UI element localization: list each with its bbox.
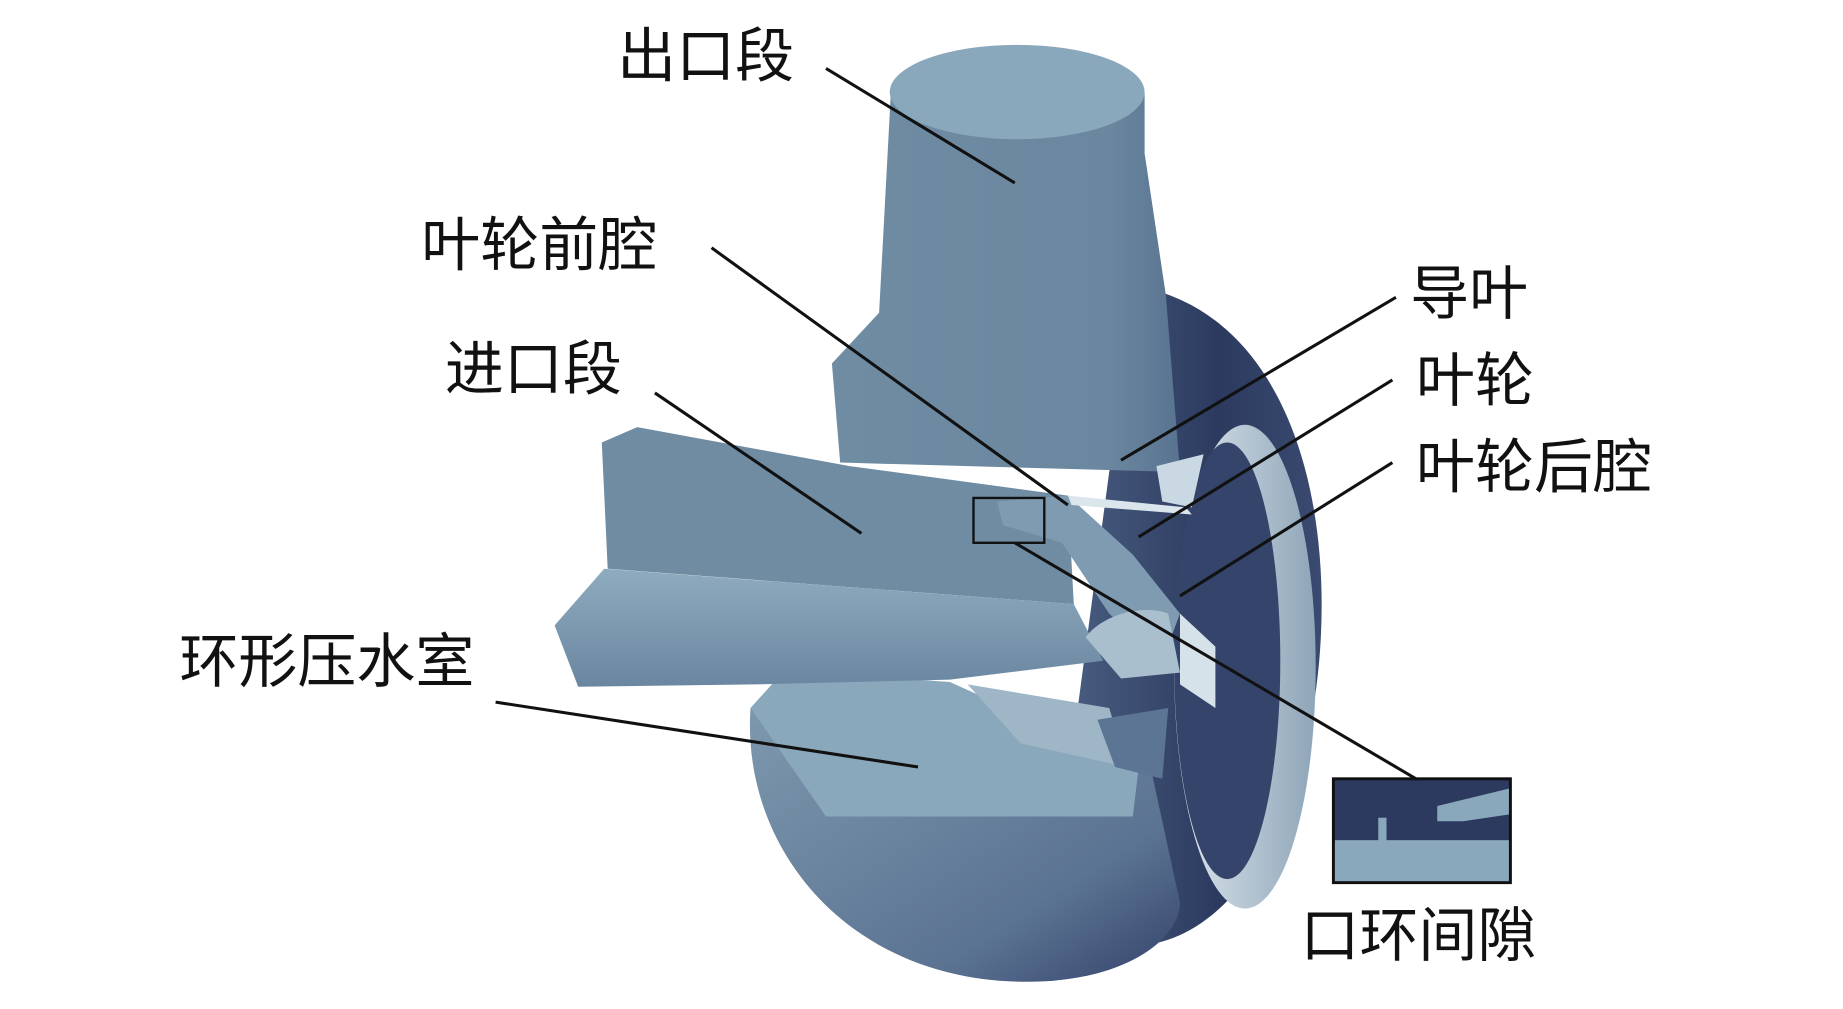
outlet-section-body (831, 92, 1181, 473)
back-ring-inner (1174, 442, 1281, 880)
leader-outlet-section (825, 67, 1016, 185)
label-impeller-front-chamber: 叶轮前腔 (421, 211, 657, 280)
label-wear-ring-clearance: 口环间隙 (1300, 901, 1536, 970)
lower-guide-vane (967, 684, 1127, 768)
leader-annular-volute (495, 700, 919, 769)
lower-cut-detail (1097, 708, 1169, 779)
impeller-shaft-light (1180, 613, 1216, 709)
wear-ring-inset (1331, 777, 1512, 885)
leader-wear-ring (1014, 541, 1417, 781)
guide-vane-plate (1067, 495, 1192, 515)
label-impeller-back-chamber: 叶轮后腔 (1416, 432, 1652, 501)
inlet-pipe-lower (554, 568, 1104, 687)
leader-impeller-back-chamber (1179, 461, 1394, 598)
outlet-top-face (889, 44, 1145, 140)
leader-guide-vane (1120, 296, 1397, 462)
wear-ring-highlight-box (972, 496, 1046, 544)
leader-inlet-section (654, 391, 863, 535)
leader-impeller (1137, 378, 1394, 539)
guide-vane-blades (1156, 454, 1204, 508)
annular-volute-cut-face (750, 670, 1139, 817)
label-outlet-section: 出口段 (617, 22, 794, 91)
label-impeller: 叶轮 (1416, 346, 1534, 415)
leader-impeller-front-chamber (710, 246, 1069, 507)
label-inlet-section: 进口段 (445, 334, 622, 403)
label-guide-vane: 导叶 (1410, 259, 1528, 328)
label-annular-volute: 环形压水室 (179, 627, 474, 696)
